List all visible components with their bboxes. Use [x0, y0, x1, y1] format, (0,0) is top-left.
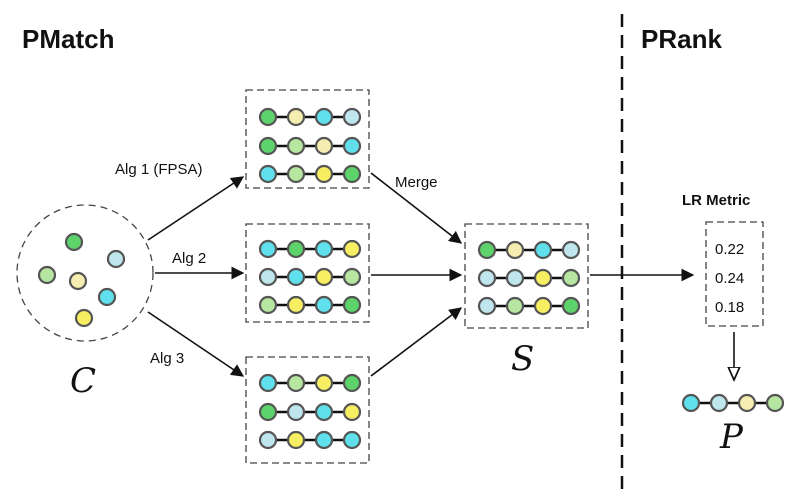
item-node — [286, 267, 306, 287]
candidate-set-label: C — [70, 361, 96, 401]
item-node — [314, 373, 334, 393]
item-node — [505, 268, 525, 288]
item-node — [258, 164, 278, 184]
item-node — [342, 430, 362, 450]
alg2-list-row — [258, 295, 362, 315]
prank-title: PRank — [641, 24, 722, 54]
item-node — [561, 240, 581, 260]
item-node — [258, 373, 278, 393]
item-node — [342, 164, 362, 184]
alg3-label: Alg 3 — [150, 350, 184, 367]
item-node — [258, 136, 278, 156]
candidate-set-circle — [16, 204, 154, 342]
item-node — [342, 295, 362, 315]
item-node — [258, 295, 278, 315]
item-node — [505, 296, 525, 316]
alg1-label: Alg 1 (FPSA) — [115, 161, 203, 178]
item-node — [286, 402, 306, 422]
selected-set-label: S — [511, 339, 534, 379]
item-node — [681, 393, 701, 413]
final-list-label: P — [719, 417, 744, 457]
lr-metric-value: 0.18 — [715, 299, 744, 316]
item-node — [314, 295, 334, 315]
item-node — [286, 107, 306, 127]
item-node — [477, 268, 497, 288]
item-node — [533, 296, 553, 316]
alg1-list-box — [245, 89, 370, 189]
item-node — [765, 393, 785, 413]
lr-metric-value: 0.22 — [715, 241, 744, 258]
item-node — [342, 402, 362, 422]
alg2-list-box — [245, 223, 370, 323]
item-node — [258, 239, 278, 259]
merged-list-row — [477, 296, 581, 316]
item-node — [561, 296, 581, 316]
candidate-item — [68, 271, 88, 291]
item-node — [737, 393, 757, 413]
item-node — [342, 136, 362, 156]
arrow-alg3 — [147, 311, 245, 377]
alg3-list-row — [258, 373, 362, 393]
alg3-list-box — [245, 356, 370, 464]
merged-list-row — [477, 240, 581, 260]
candidate-item — [64, 232, 84, 252]
alg1-list-row — [258, 136, 362, 156]
item-node — [314, 164, 334, 184]
item-node — [258, 267, 278, 287]
alg1-list-row — [258, 164, 362, 184]
candidate-item — [106, 249, 126, 269]
item-node — [314, 402, 334, 422]
candidate-item — [97, 287, 117, 307]
item-lists — [258, 107, 785, 450]
item-node — [286, 164, 306, 184]
alg2-list-row — [258, 267, 362, 287]
alg3-list-row — [258, 402, 362, 422]
item-node — [314, 430, 334, 450]
item-node — [477, 296, 497, 316]
merged-list-box — [464, 223, 589, 329]
item-node — [314, 107, 334, 127]
item-node — [286, 295, 306, 315]
lr-metric-value: 0.24 — [715, 270, 744, 287]
item-node — [561, 268, 581, 288]
candidate-item — [74, 308, 94, 328]
final-ranked-list — [681, 393, 785, 413]
alg2-label: Alg 2 — [172, 250, 206, 267]
pmatch-title: PMatch — [22, 24, 114, 54]
item-node — [314, 239, 334, 259]
item-node — [286, 136, 306, 156]
alg2-list-row — [258, 239, 362, 259]
item-node — [342, 373, 362, 393]
arrow-alg1 — [147, 176, 245, 241]
item-node — [533, 268, 553, 288]
arrow-merge-from-alg1 — [370, 172, 463, 244]
item-node — [533, 240, 553, 260]
arrow-merge-from-alg3 — [370, 307, 463, 377]
item-node — [286, 239, 306, 259]
item-node — [477, 240, 497, 260]
merged-list-row — [477, 268, 581, 288]
item-node — [258, 107, 278, 127]
merge-label: Merge — [395, 174, 438, 191]
candidate-item — [37, 265, 57, 285]
alg1-list-row — [258, 107, 362, 127]
lr-metric-box — [705, 221, 764, 327]
item-node — [286, 430, 306, 450]
item-node — [258, 402, 278, 422]
item-node — [342, 107, 362, 127]
item-node — [314, 136, 334, 156]
item-node — [286, 373, 306, 393]
lr-metric-title: LR Metric — [682, 192, 750, 209]
candidate-items — [37, 232, 126, 328]
item-node — [314, 267, 334, 287]
item-node — [709, 393, 729, 413]
item-node — [258, 430, 278, 450]
item-node — [505, 240, 525, 260]
item-node — [342, 239, 362, 259]
item-node — [342, 267, 362, 287]
alg3-list-row — [258, 430, 362, 450]
